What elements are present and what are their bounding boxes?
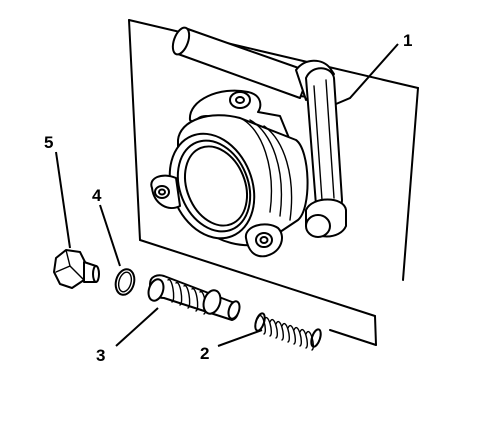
leader-2 — [217, 329, 263, 347]
valve-piston — [147, 274, 241, 321]
callout-4: 4 — [92, 186, 102, 205]
leader-4 — [99, 204, 121, 267]
callout-5: 5 — [44, 133, 53, 152]
callout-2: 2 — [200, 344, 209, 363]
hex-plug — [53, 249, 100, 289]
lever-handle — [171, 26, 347, 238]
leader-1 — [335, 43, 399, 105]
callout-1: 1 — [403, 31, 412, 50]
coil-spring — [254, 312, 322, 351]
valve-housing — [150, 89, 309, 258]
leader-3 — [115, 307, 159, 347]
leader-5 — [55, 151, 71, 249]
o-ring — [114, 268, 136, 296]
callout-3: 3 — [96, 346, 105, 365]
leader-lines — [55, 43, 399, 347]
callout-labels: 1 2 3 4 5 — [44, 31, 412, 365]
